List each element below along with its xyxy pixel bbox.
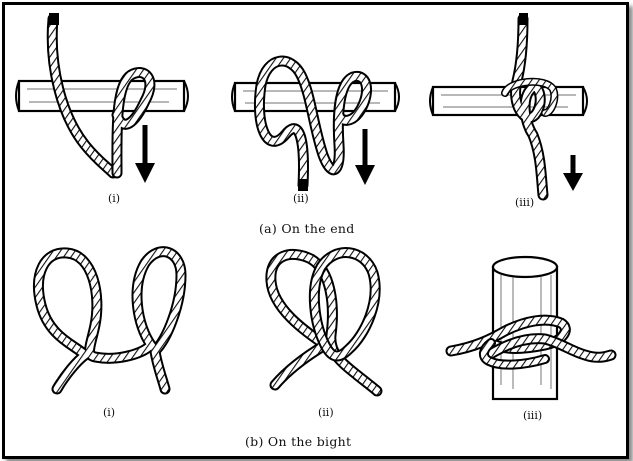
diagram-a-iii [429,13,588,201]
arrow-down-icon [563,155,583,191]
rope-a-iii [501,13,559,201]
caption-b: (b) On the bight [245,434,352,449]
diagram-b-ii [265,247,383,397]
diagram-b-i [33,246,187,395]
clove-hitch-illustration [15,13,617,401]
step-label-b-iii: (iii) [523,409,543,422]
rope-b-i [33,246,187,395]
arrow-down-icon [355,129,375,185]
arrow-down-icon [135,125,155,183]
caption-a: (a) On the end [259,221,355,236]
step-label-b-ii: (ii) [318,406,334,419]
step-label-b-i: (i) [103,406,116,419]
spar-a-i [15,79,189,113]
rope-b-iii [445,314,617,370]
step-label-a-iii: (iii) [515,196,535,209]
rope-a-i [46,13,156,179]
step-label-a-ii: (ii) [293,192,309,205]
rope-b-ii [265,247,383,397]
rope-a-ii [253,55,373,191]
step-label-a-i: (i) [108,192,121,205]
diagram-b-iii [445,255,617,401]
diagram-a-i [15,13,189,183]
diagram-a-ii [231,55,400,191]
